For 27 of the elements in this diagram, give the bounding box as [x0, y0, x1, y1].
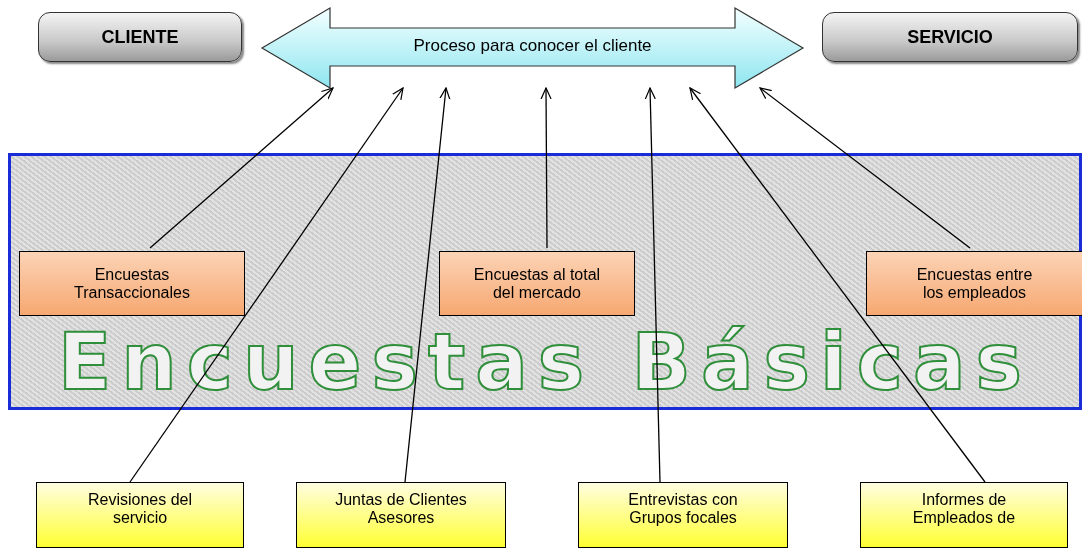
rounded-box: [822, 12, 1078, 62]
node-text: Encuestas Transaccionales: [73, 265, 191, 302]
label-box: [439, 251, 635, 316]
label-box: [19, 251, 245, 316]
node-text: Informes de Empleados de: [911, 491, 1017, 527]
label-box: [296, 482, 506, 548]
node-text: Revisiones del servicio: [86, 491, 194, 527]
node-text: Juntas de Clientes Asesores: [334, 491, 468, 527]
arrow: [689, 87, 986, 483]
label-box: [578, 482, 788, 548]
node-text: SERVICIO: [907, 26, 993, 48]
arrow: [644, 87, 661, 483]
double-arrow-shape: [262, 8, 803, 88]
label-box: [860, 482, 1068, 548]
node-text: Entrevistas con Grupos focales: [627, 491, 739, 527]
rounded-box: [38, 12, 242, 62]
node-text: Proceso para conocer el cliente: [413, 36, 652, 56]
node-text: Encuestas al total del mercado: [472, 265, 602, 302]
arrow: [129, 87, 404, 483]
arrow: [404, 87, 451, 483]
arrow: [540, 87, 552, 249]
node-text: CLIENTE: [101, 26, 179, 48]
arrow: [149, 87, 334, 249]
arrow: [759, 87, 971, 249]
label-box: [866, 251, 1082, 316]
node-text: Encuestas entre los empleados: [915, 265, 1034, 302]
label-box: [36, 482, 244, 548]
